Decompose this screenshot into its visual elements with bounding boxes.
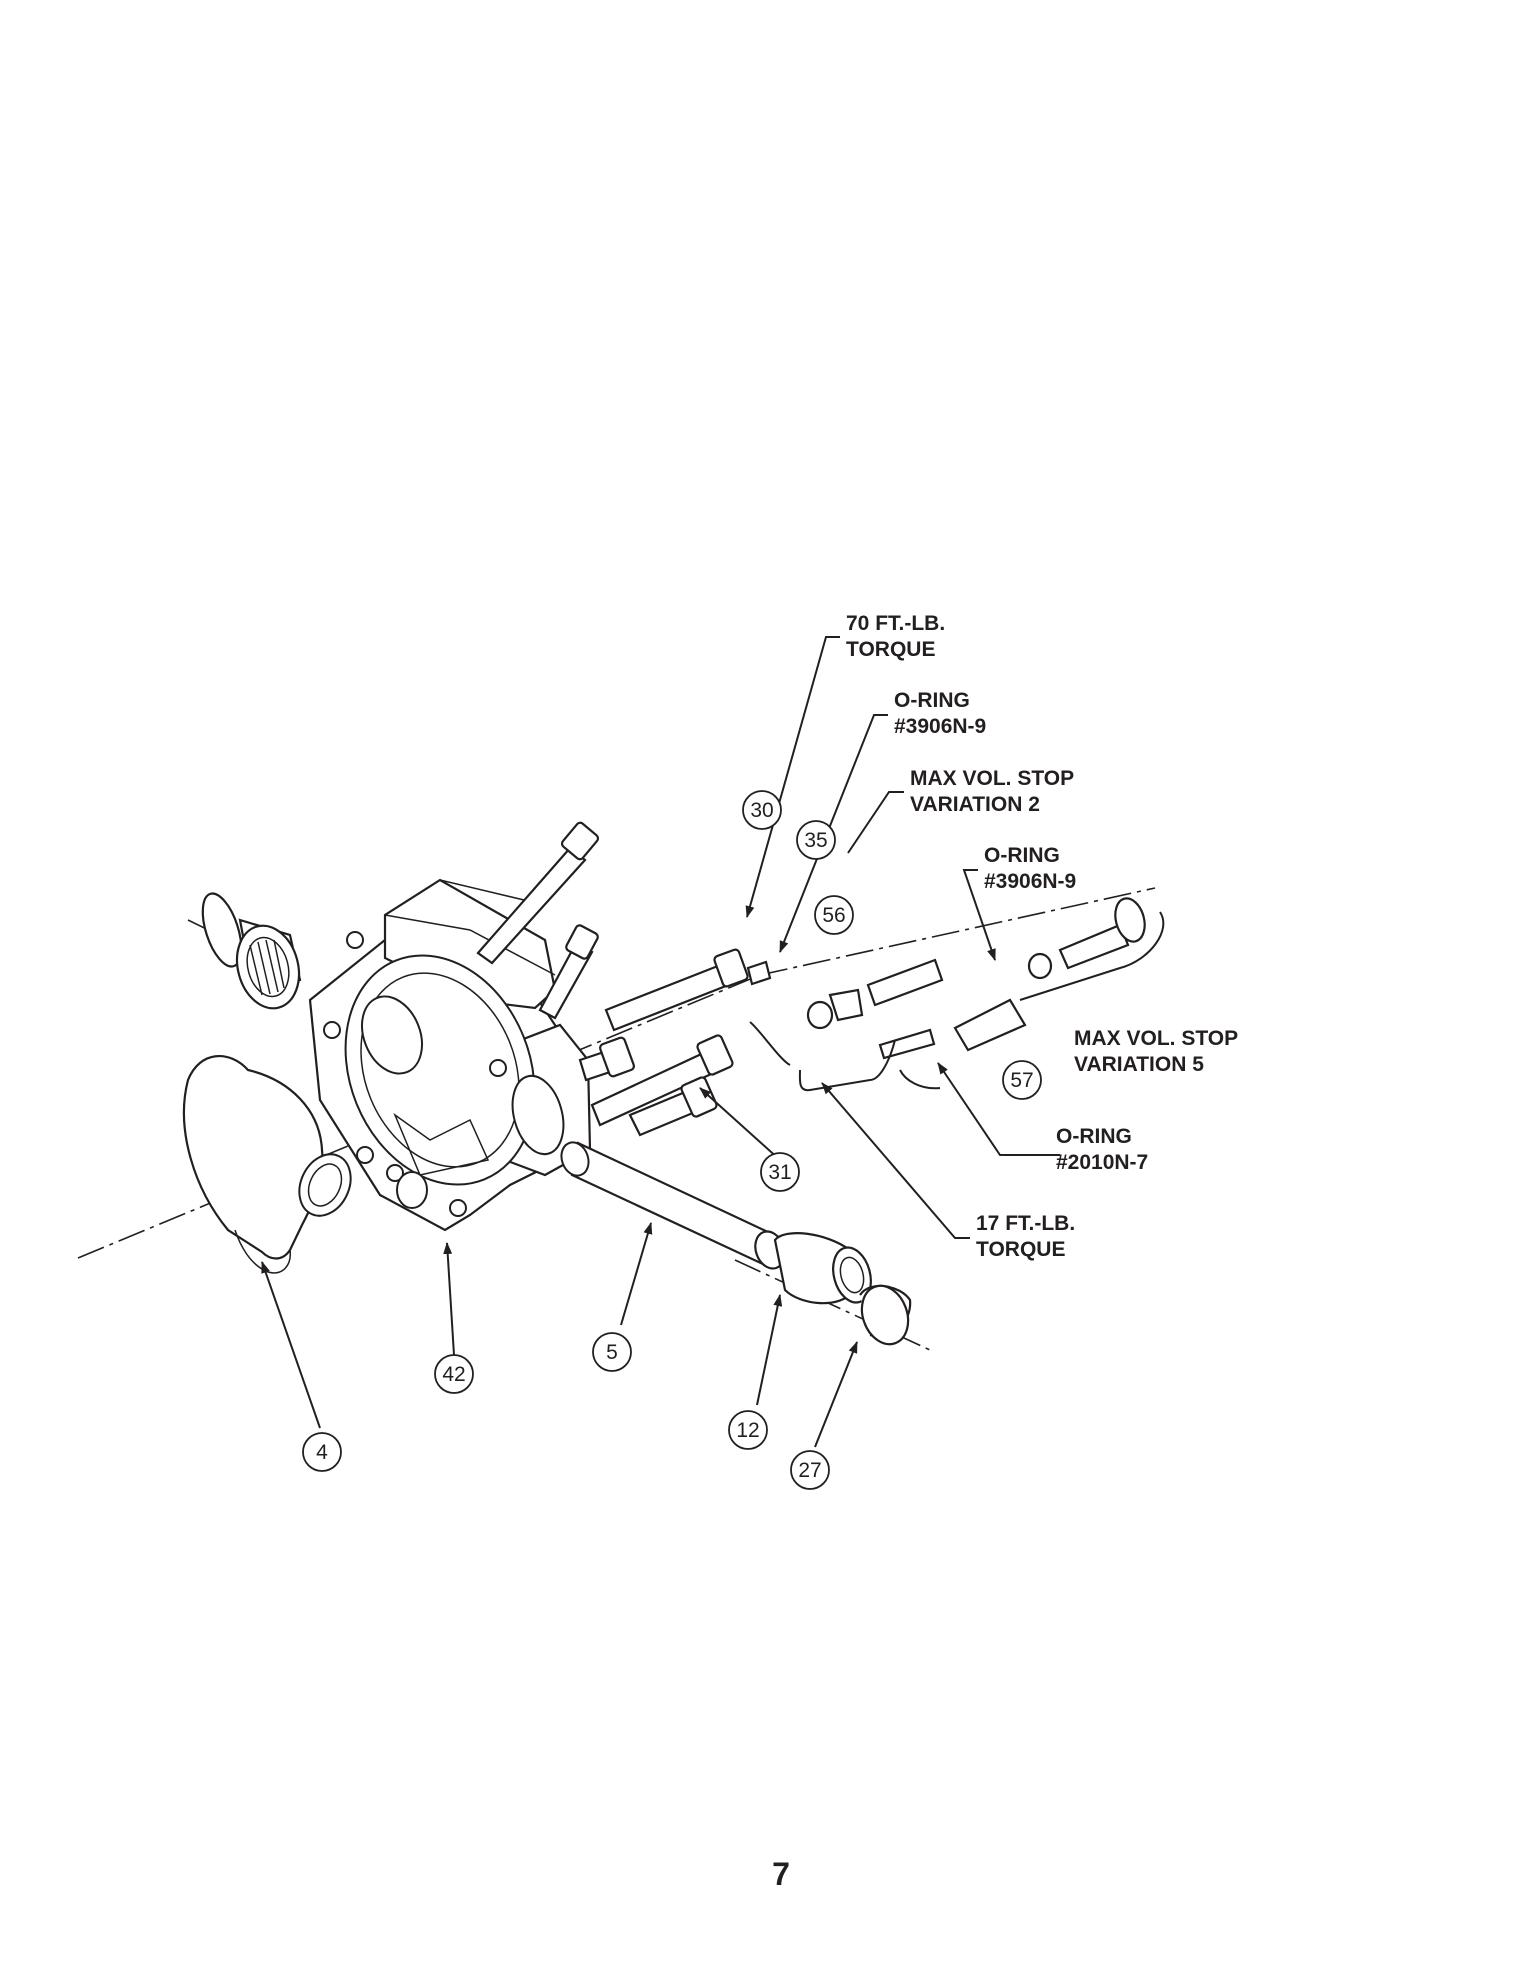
note-17-line-2: TORQUE — [976, 1238, 1065, 1261]
leader-oring-2010 — [937, 1062, 1060, 1156]
note-oring-2010-line-2: #2010N-7 — [1056, 1151, 1148, 1174]
leader-4 — [261, 1261, 321, 1429]
note-oring-35-line-1: O-RING — [894, 689, 970, 712]
bolts — [476, 821, 749, 1137]
leader-17-torque — [821, 1082, 970, 1239]
note-max-vol-stop-5: MAX VOL. STOP VARIATION 5 — [1074, 1027, 1238, 1076]
callout-30: 30 — [742, 790, 782, 830]
max-vol-stop-parts — [746, 897, 1146, 1060]
callout-5: 5 — [592, 1332, 632, 1372]
note-oring-57-line-2: #3906N-9 — [984, 870, 1076, 893]
leader-oring-57 — [962, 869, 996, 961]
page-number: 7 — [772, 1856, 790, 1892]
callout-12: 12 — [728, 1410, 768, 1450]
leader-42 — [443, 1242, 455, 1356]
callout-35-label: 35 — [804, 829, 827, 852]
callout-30-label: 30 — [750, 799, 773, 822]
housing-part — [308, 878, 592, 1232]
callout-35: 35 — [796, 820, 836, 860]
callout-31: 31 — [760, 1152, 800, 1192]
callout-5-label: 5 — [606, 1341, 618, 1364]
note-70-ft-lb-torque: 70 FT.-LB. TORQUE — [846, 612, 945, 661]
note-70-line-2: TORQUE — [846, 638, 935, 661]
callout-27-label: 27 — [798, 1459, 821, 1482]
callout-56: 56 — [814, 895, 854, 935]
note-max-vol-5-line-2: VARIATION 5 — [1074, 1053, 1204, 1076]
leader-max-vol-2 — [847, 791, 904, 854]
bracket-57 — [1019, 911, 1165, 1001]
note-oring-2010-line-1: O-RING — [1056, 1125, 1132, 1148]
bracket-17-torque — [749, 1021, 791, 1066]
callout-57: 57 — [1002, 1060, 1042, 1100]
bearing-assembly — [201, 892, 302, 1010]
leader-31 — [699, 1087, 781, 1161]
note-oring-35-line-2: #3906N-9 — [894, 715, 986, 738]
note-max-vol-2-line-1: MAX VOL. STOP — [910, 767, 1074, 790]
note-oring-2010: O-RING #2010N-7 — [1056, 1125, 1148, 1174]
callout-57-label: 57 — [1010, 1069, 1033, 1092]
piston-assembly — [560, 1141, 912, 1346]
callout-31-label: 31 — [768, 1161, 791, 1184]
callout-42: 42 — [434, 1354, 474, 1394]
leader-27 — [814, 1341, 858, 1448]
callout-12-label: 12 — [736, 1419, 759, 1442]
note-oring-57-line-1: O-RING — [984, 844, 1060, 867]
note-max-vol-2-line-2: VARIATION 2 — [910, 793, 1040, 816]
leader-5 — [620, 1222, 653, 1326]
callout-4-label: 4 — [316, 1441, 328, 1464]
leader-12 — [756, 1294, 783, 1406]
note-max-vol-5-line-1: MAX VOL. STOP — [1074, 1027, 1238, 1050]
leader-oring-35 — [779, 714, 888, 953]
note-oring-3906-upper: O-RING #3906N-9 — [894, 689, 986, 738]
leader-lines — [261, 636, 1060, 1448]
bracket-56 — [798, 1039, 896, 1092]
brackets — [749, 911, 1165, 1092]
cover-plate-part — [182, 1055, 352, 1274]
main-axis-right — [759, 887, 1156, 976]
leader-70-torque — [745, 636, 840, 918]
callout-42-label: 42 — [442, 1363, 465, 1386]
note-17-line-1: 17 FT.-LB. — [976, 1212, 1075, 1235]
callout-4: 4 — [302, 1432, 342, 1472]
note-70-line-1: 70 FT.-LB. — [846, 612, 945, 635]
callout-27: 27 — [790, 1450, 830, 1490]
note-oring-3906-lower: O-RING #3906N-9 — [984, 844, 1076, 893]
note-17-ft-lb-torque: 17 FT.-LB. TORQUE — [976, 1212, 1075, 1261]
callout-56-label: 56 — [822, 904, 845, 927]
note-max-vol-stop-2: MAX VOL. STOP VARIATION 2 — [910, 767, 1074, 816]
bracket-57-lower — [899, 1069, 941, 1090]
